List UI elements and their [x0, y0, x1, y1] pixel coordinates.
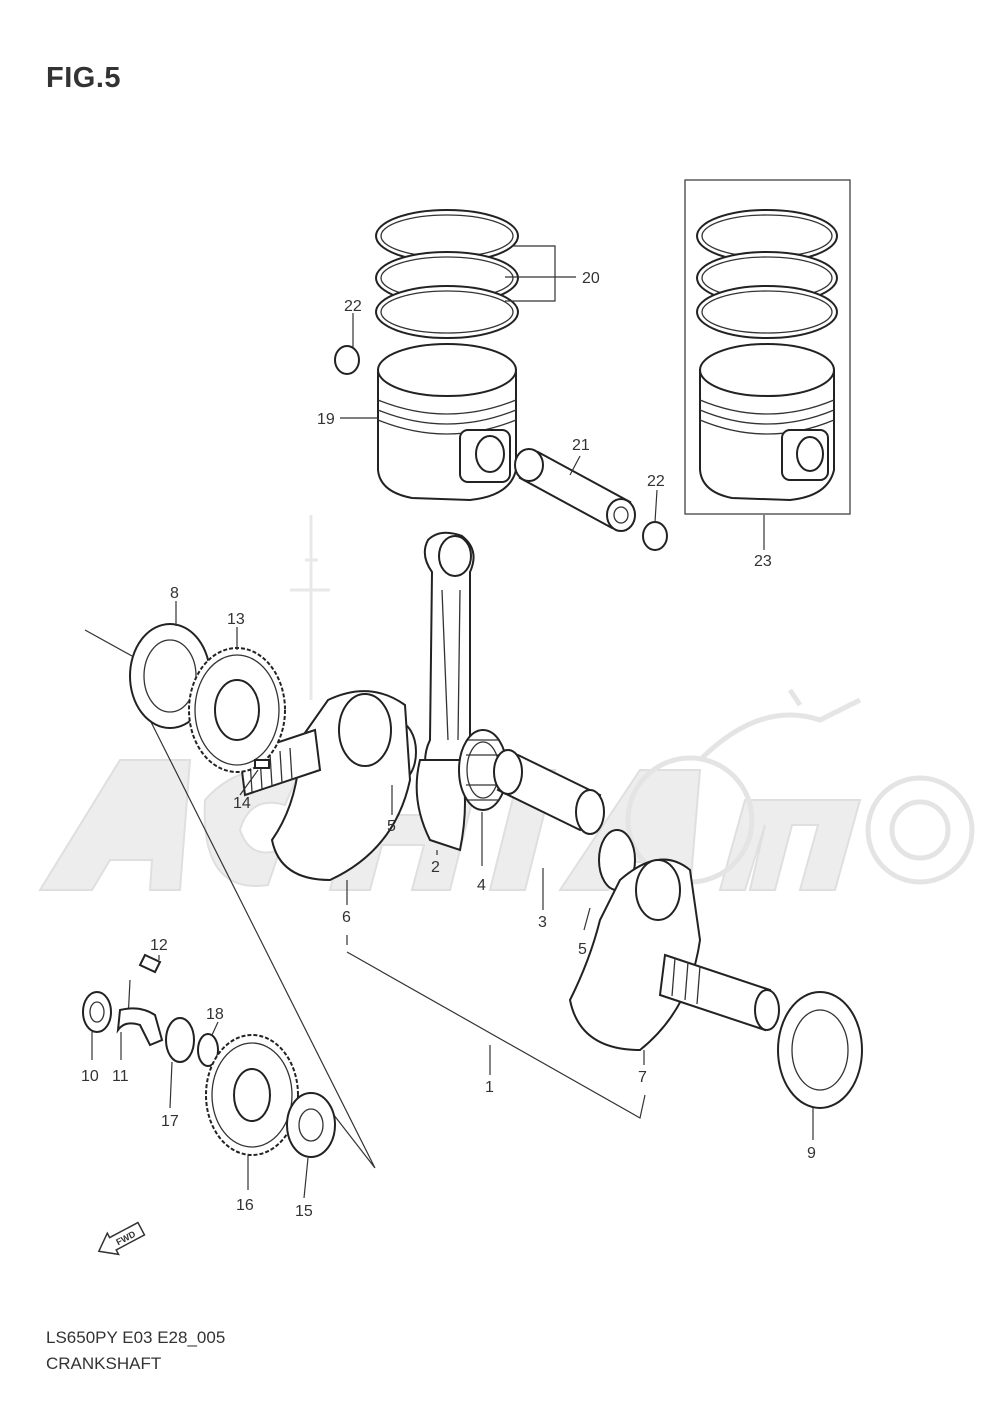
small-gear — [286, 1092, 336, 1158]
washer — [197, 1033, 219, 1067]
assembly-bracket — [346, 935, 646, 1119]
callout-4: 4 — [477, 877, 486, 894]
circlip-right — [642, 521, 668, 551]
leader-lines — [91, 245, 814, 1199]
callout-11: 11 — [112, 1068, 129, 1085]
callout-5-left: 5 — [387, 818, 396, 835]
piston — [377, 343, 517, 502]
callout-1: 1 — [485, 1079, 494, 1096]
spacer — [165, 1017, 195, 1063]
model-code: LS650PY E03 E28_005 — [46, 1328, 226, 1347]
bolt-and-plate — [116, 953, 164, 1047]
callout-8: 8 — [170, 585, 179, 602]
callout-7: 7 — [638, 1069, 647, 1086]
callout-13: 13 — [227, 611, 245, 628]
diagram-name: CRANKSHAFT — [46, 1354, 162, 1373]
balancer-gear — [205, 1034, 299, 1156]
circlip-left — [334, 345, 360, 375]
callout-16: 16 — [236, 1197, 254, 1214]
callout-9: 9 — [807, 1145, 816, 1162]
callout-15: 15 — [295, 1203, 313, 1220]
primary-drive-gear — [188, 647, 286, 773]
callout-12: 12 — [150, 937, 168, 954]
fwd-arrow-icon: FWD — [97, 1221, 146, 1256]
woodruff-key — [254, 759, 270, 769]
callout-22-right: 22 — [647, 473, 665, 490]
callout-19: 19 — [317, 411, 335, 428]
callout-2: 2 — [431, 859, 440, 876]
callout-3: 3 — [538, 914, 547, 931]
callout-6: 6 — [342, 909, 351, 926]
reference-line — [84, 629, 376, 1169]
crank-web-right — [568, 858, 780, 1052]
callout-20: 20 — [582, 270, 600, 287]
callout-22-left: 22 — [344, 298, 362, 315]
callout-18: 18 — [206, 1006, 224, 1023]
callout-21: 21 — [572, 437, 590, 454]
connecting-rod — [415, 531, 475, 852]
callout-23: 23 — [754, 553, 772, 570]
oil-seal — [82, 991, 112, 1033]
callout-5-right: 5 — [578, 941, 587, 958]
piston-set-box — [684, 179, 851, 515]
callout-17: 17 — [161, 1113, 179, 1130]
callout-14: 14 — [233, 795, 251, 812]
main-bearing-right — [777, 991, 863, 1109]
piston-pin — [514, 448, 636, 532]
callout-10: 10 — [81, 1068, 99, 1085]
figure-title: FIG.5 — [46, 62, 122, 94]
crank-web-left — [238, 690, 412, 882]
crank-pin — [493, 749, 605, 835]
piston-rings — [375, 209, 519, 339]
